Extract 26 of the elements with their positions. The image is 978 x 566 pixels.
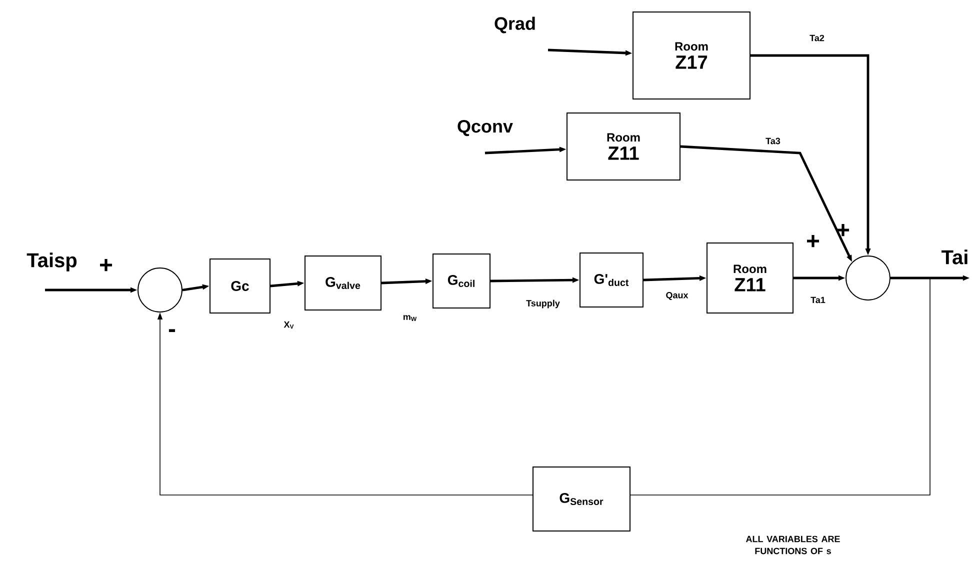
label: Qrad	[494, 16, 535, 34]
label: Taisp	[26, 252, 77, 272]
block-box: G$_{valve}$	[304, 256, 382, 310]
edge-label: Ta3	[766, 138, 780, 144]
label: +	[837, 224, 850, 236]
summing-junction	[138, 268, 182, 312]
block-box: G'$_{duct}$	[580, 252, 644, 308]
block-box: Room Z11	[566, 112, 680, 180]
label: -	[168, 329, 176, 332]
edge-label: Ta2	[810, 34, 824, 42]
edge-label: Tsupply	[526, 300, 560, 308]
edge-label: m$_{W}$	[404, 315, 417, 321]
block-box: Room Z11	[706, 242, 794, 314]
block-box: G$_{Sensor}$	[532, 466, 630, 532]
edge-label: Ta1	[810, 296, 826, 304]
block-box: Gc	[210, 258, 270, 314]
summing-junction	[846, 256, 890, 300]
label: ALL VARIABLES ARE FUNCTIONS OF s	[746, 536, 840, 554]
signal-label: Tai	[942, 250, 968, 264]
block-box: Room Z17	[632, 12, 750, 100]
edge-label: X$_{V}$	[284, 321, 294, 329]
edge-label: Qaux	[666, 292, 688, 300]
label: +	[807, 234, 820, 248]
block-box: G$_{coil}$	[432, 254, 490, 308]
label: +	[100, 258, 112, 272]
label: Qconv	[458, 120, 513, 136]
